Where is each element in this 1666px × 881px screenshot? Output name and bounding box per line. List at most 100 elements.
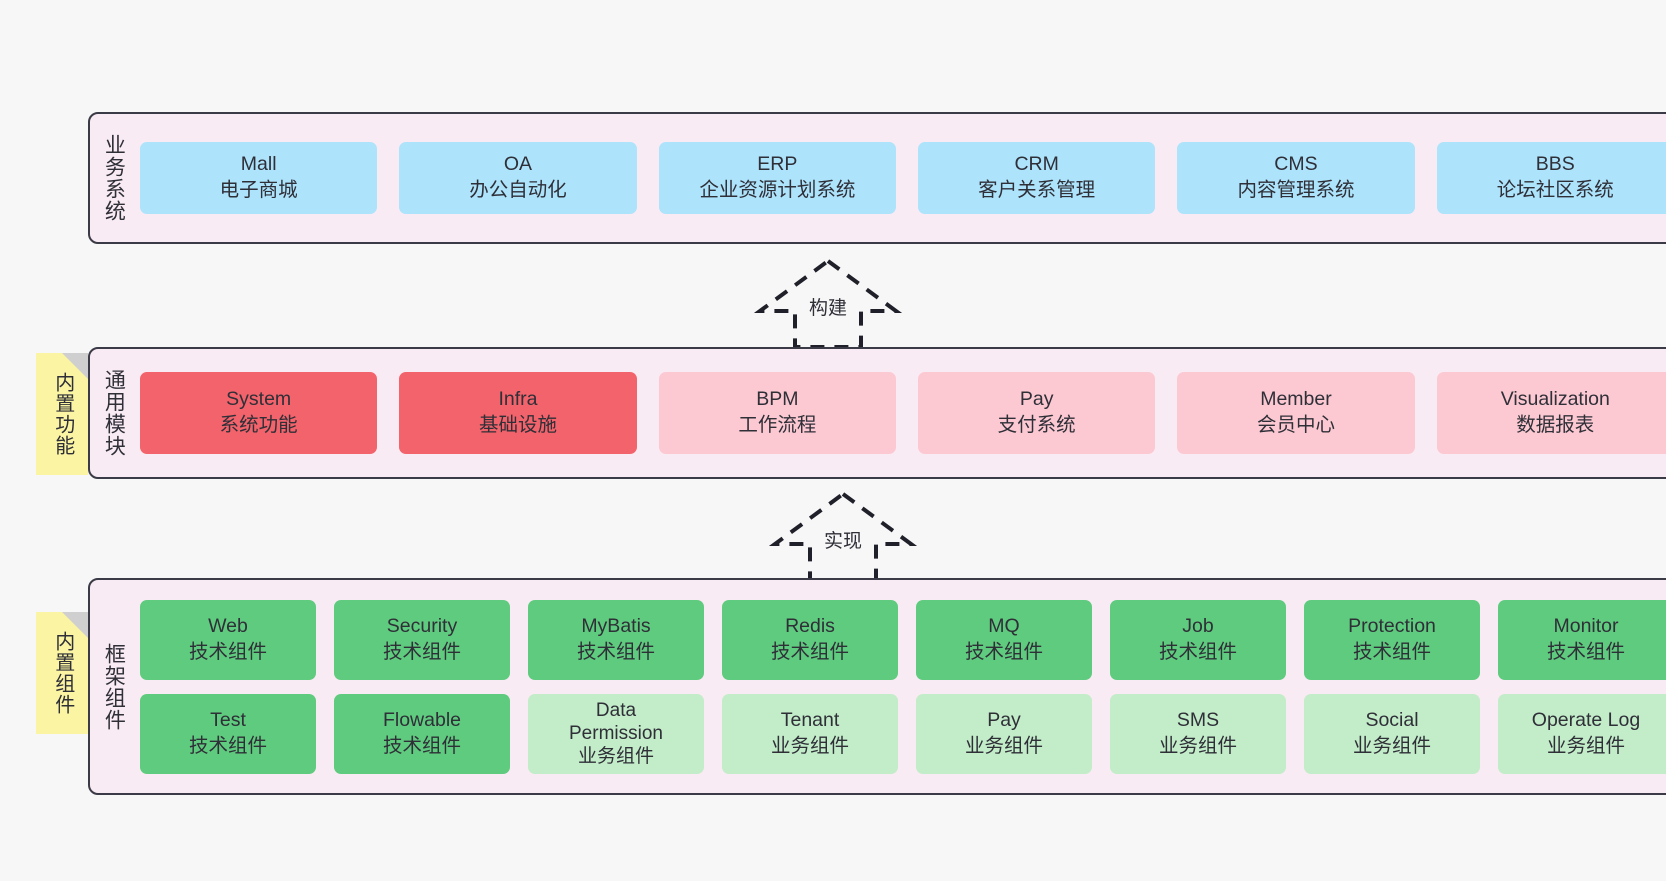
card-title: BBS — [1535, 153, 1575, 176]
card-subtitle: 业务组件 — [1352, 734, 1431, 757]
layer-body-modules: System 系统功能 Infra 基础设施 BPM 工作流程 Pay 支付系统… — [136, 349, 1666, 477]
card-title: Member — [1260, 388, 1332, 411]
card-web[interactable]: Web 技术组件 — [140, 599, 316, 680]
card-title: Protection — [1348, 614, 1436, 637]
card-visualization[interactable]: Visualization 数据报表 — [1436, 372, 1666, 454]
card-subtitle: 技术组件 — [188, 734, 267, 757]
card-sms[interactable]: SMS 业务组件 — [1110, 693, 1286, 774]
card-title: Pay — [1019, 388, 1054, 411]
layer-title-business: 业务系统 — [102, 134, 126, 222]
card-subtitle: 基础设施 — [478, 414, 557, 436]
card-subtitle: 业务组件 — [1546, 734, 1625, 757]
layer-framework-components: 框架组件 Web 技术组件 Security 技术组件 MyBatis 技术组件… — [88, 578, 1666, 795]
card-mall[interactable]: Mall 电子商城 — [140, 142, 378, 214]
card-mq[interactable]: MQ 技术组件 — [916, 599, 1092, 680]
layer-body-business: Mall 电子商城 OA 办公自动化 ERP 企业资源计划系统 CRM 客户关系… — [136, 114, 1666, 242]
card-title: ERP — [757, 153, 798, 176]
card-title: Infra — [498, 388, 538, 411]
arrow-build-shape — [753, 258, 903, 349]
card-subtitle: 会员中心 — [1256, 414, 1335, 436]
card-subtitle: 技术组件 — [188, 640, 267, 663]
card-monitor[interactable]: Monitor 技术组件 — [1498, 599, 1666, 680]
card-title: Test — [210, 708, 246, 731]
layer-title-framework: 框架组件 — [102, 642, 126, 731]
card-row: Web 技术组件 Security 技术组件 MyBatis 技术组件 Redi… — [140, 599, 1666, 680]
card-subtitle: 客户关系管理 — [978, 179, 1096, 201]
card-title: MyBatis — [581, 614, 651, 637]
card-social[interactable]: Social 业务组件 — [1304, 693, 1480, 774]
card-tenant[interactable]: Tenant 业务组件 — [722, 693, 898, 774]
card-protection[interactable]: Protection 技术组件 — [1304, 599, 1480, 680]
card-mybatis[interactable]: MyBatis 技术组件 — [528, 599, 704, 680]
note-builtin-components: 内置组件 — [36, 612, 88, 734]
card-bpm[interactable]: BPM 工作流程 — [658, 372, 896, 454]
card-subtitle: 支付系统 — [997, 414, 1076, 436]
card-subtitle: 技术组件 — [1352, 640, 1431, 663]
card-member[interactable]: Member 会员中心 — [1177, 372, 1415, 454]
arrow-build: 构建 — [753, 255, 903, 351]
card-subtitle: 企业资源计划系统 — [699, 179, 856, 201]
card-title: SMS — [1176, 708, 1220, 731]
card-title: Social — [1365, 708, 1419, 731]
card-flowable[interactable]: Flowable 技术组件 — [334, 693, 510, 774]
card-row: Test 技术组件 Flowable 技术组件 Data Permission … — [140, 693, 1666, 774]
card-subtitle: 技术组件 — [964, 640, 1043, 663]
note-label: 内置功能 — [51, 372, 74, 456]
card-title: CMS — [1274, 153, 1318, 176]
card-operate-log[interactable]: Operate Log 业务组件 — [1498, 693, 1666, 774]
card-subtitle: 系统功能 — [219, 414, 298, 436]
card-row: Mall 电子商城 OA 办公自动化 ERP 企业资源计划系统 CRM 客户关系… — [140, 142, 1666, 214]
card-crm[interactable]: CRM 客户关系管理 — [917, 142, 1156, 214]
card-bbs[interactable]: BBS 论坛社区系统 — [1436, 142, 1666, 214]
card-subtitle: 业务组件 — [770, 734, 849, 757]
card-title: CRM — [1014, 153, 1059, 176]
card-title: Redis — [785, 614, 835, 637]
layer-business-system: 业务系统 Mall 电子商城 OA 办公自动化 ERP 企业资源计划系统 CRM… — [88, 112, 1666, 244]
note-builtin-functions: 内置功能 — [36, 353, 88, 475]
card-erp[interactable]: ERP 企业资源计划系统 — [658, 142, 896, 214]
card-title: Data Permission — [569, 699, 663, 744]
arrow-implement: 实现 — [768, 488, 918, 584]
card-title: Security — [386, 614, 458, 637]
card-oa[interactable]: OA 办公自动化 — [399, 142, 637, 214]
card-subtitle: 办公自动化 — [469, 179, 567, 201]
card-title: Web — [208, 614, 248, 637]
card-title: Operate Log — [1531, 708, 1641, 731]
card-title: Tenant — [780, 708, 840, 731]
card-title: OA — [503, 153, 533, 176]
card-title: Mall — [240, 153, 277, 176]
card-pay[interactable]: Pay 支付系统 — [917, 372, 1156, 454]
layer-body-framework: Web 技术组件 Security 技术组件 MyBatis 技术组件 Redi… — [136, 580, 1666, 793]
card-subtitle: 业务组件 — [577, 746, 654, 768]
card-subtitle: 电子商城 — [219, 179, 298, 201]
arrow-implement-shape — [768, 491, 918, 582]
card-subtitle: 数据报表 — [1516, 414, 1595, 436]
note-label: 内置组件 — [51, 631, 74, 715]
card-title: Monitor — [1553, 614, 1619, 637]
card-title: System — [226, 388, 292, 411]
card-system[interactable]: System 系统功能 — [140, 372, 378, 454]
card-infra[interactable]: Infra 基础设施 — [399, 372, 637, 454]
card-subtitle: 技术组件 — [1158, 640, 1237, 663]
card-test[interactable]: Test 技术组件 — [140, 693, 316, 774]
card-subtitle: 工作流程 — [738, 414, 817, 436]
card-title: Flowable — [382, 708, 462, 731]
card-redis[interactable]: Redis 技术组件 — [722, 599, 898, 680]
card-subtitle: 论坛社区系统 — [1496, 179, 1614, 201]
layer-common-modules: 通用模块 System 系统功能 Infra 基础设施 BPM 工作流程 Pay… — [88, 347, 1666, 479]
card-job[interactable]: Job 技术组件 — [1110, 599, 1286, 680]
card-subtitle: 技术组件 — [1546, 640, 1625, 663]
card-subtitle: 技术组件 — [576, 640, 655, 663]
card-title: MQ — [988, 614, 1020, 637]
card-pay-component[interactable]: Pay 业务组件 — [916, 693, 1092, 774]
card-subtitle: 内容管理系统 — [1237, 179, 1355, 201]
card-data-permission[interactable]: Data Permission 业务组件 — [528, 693, 704, 774]
card-cms[interactable]: CMS 内容管理系统 — [1177, 142, 1415, 214]
card-security[interactable]: Security 技术组件 — [334, 599, 510, 680]
card-subtitle: 业务组件 — [1158, 734, 1237, 757]
card-title: BPM — [756, 388, 799, 411]
card-subtitle: 业务组件 — [964, 734, 1043, 757]
card-title: Pay — [987, 708, 1021, 731]
card-subtitle: 技术组件 — [770, 640, 849, 663]
